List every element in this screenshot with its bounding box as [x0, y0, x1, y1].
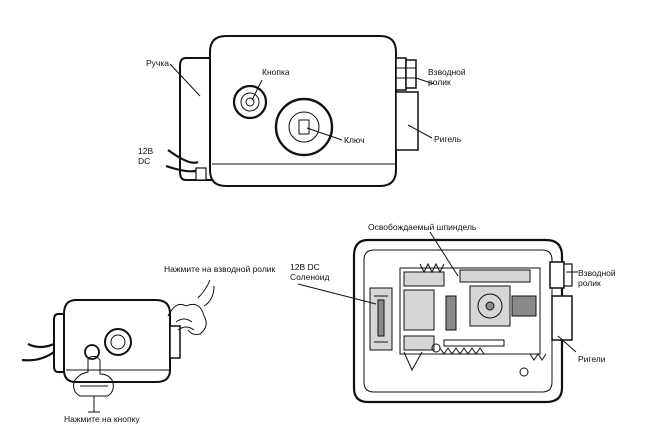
bolt-label: Ригель [434, 134, 462, 144]
power-label-line2: DC [138, 156, 151, 166]
bolts-label: Ригели [578, 354, 606, 364]
handle-label: Ручка [146, 58, 169, 68]
press-button-label: Нажмите на кнопку [64, 414, 140, 424]
power-label-line1: 12В [138, 146, 154, 156]
button-label: Кнопка [262, 67, 290, 77]
solenoid-label-line2: Соленоид [290, 272, 330, 282]
bottom-right-lock-internal [297, 231, 578, 404]
press-roller-label: Нажмите на взводной ролик [164, 264, 276, 274]
roller-label-line1: Взводной [428, 67, 466, 77]
roller-label-line2: ролик [428, 77, 451, 87]
bottom-left-lock [21, 279, 215, 413]
internal-roller-label-line1: Взводной [578, 268, 616, 278]
spindle-label: Освобождаемый шпиндель [368, 222, 477, 232]
top-lock [165, 35, 435, 187]
internal-roller-label-line2: ролик [578, 278, 601, 288]
solenoid-label-line1: 12В DC [290, 262, 320, 272]
key-label: Ключ [344, 135, 365, 145]
